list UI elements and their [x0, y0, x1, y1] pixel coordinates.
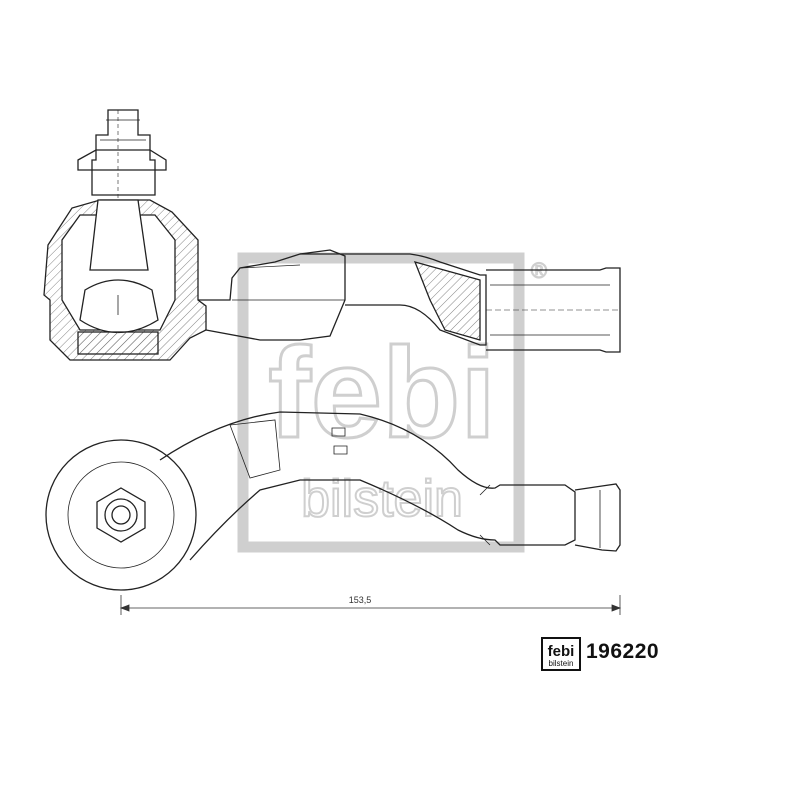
ball-joint-inner [67, 461, 175, 569]
brand-logo: febi bilstein [541, 637, 581, 671]
tube-end [486, 267, 621, 353]
side-section-view [43, 109, 621, 361]
arm-neck [198, 249, 346, 341]
plan-tube-end [574, 483, 621, 552]
stud-nut [77, 149, 167, 171]
ball-joint-body [45, 439, 197, 591]
part-number: 196220 [586, 640, 660, 663]
watermark-logo: febi bilstein ® [237, 252, 548, 553]
overall-length-dimension: 153,5 [119, 595, 622, 615]
dimension-label: 153,5 [349, 595, 372, 605]
brand-logo-bilstein: bilstein [549, 659, 574, 668]
brand-logo-febi: febi [548, 643, 575, 660]
ball-stud [79, 279, 159, 334]
arm-transition [413, 261, 481, 341]
threaded-stud [91, 109, 156, 196]
plan-view [45, 411, 621, 591]
stud-hex-nut [96, 487, 146, 543]
plan-arm [159, 411, 576, 561]
watermark-bilstein-text: bilstein [301, 470, 463, 528]
watermark-febi-text: febi [268, 322, 496, 465]
